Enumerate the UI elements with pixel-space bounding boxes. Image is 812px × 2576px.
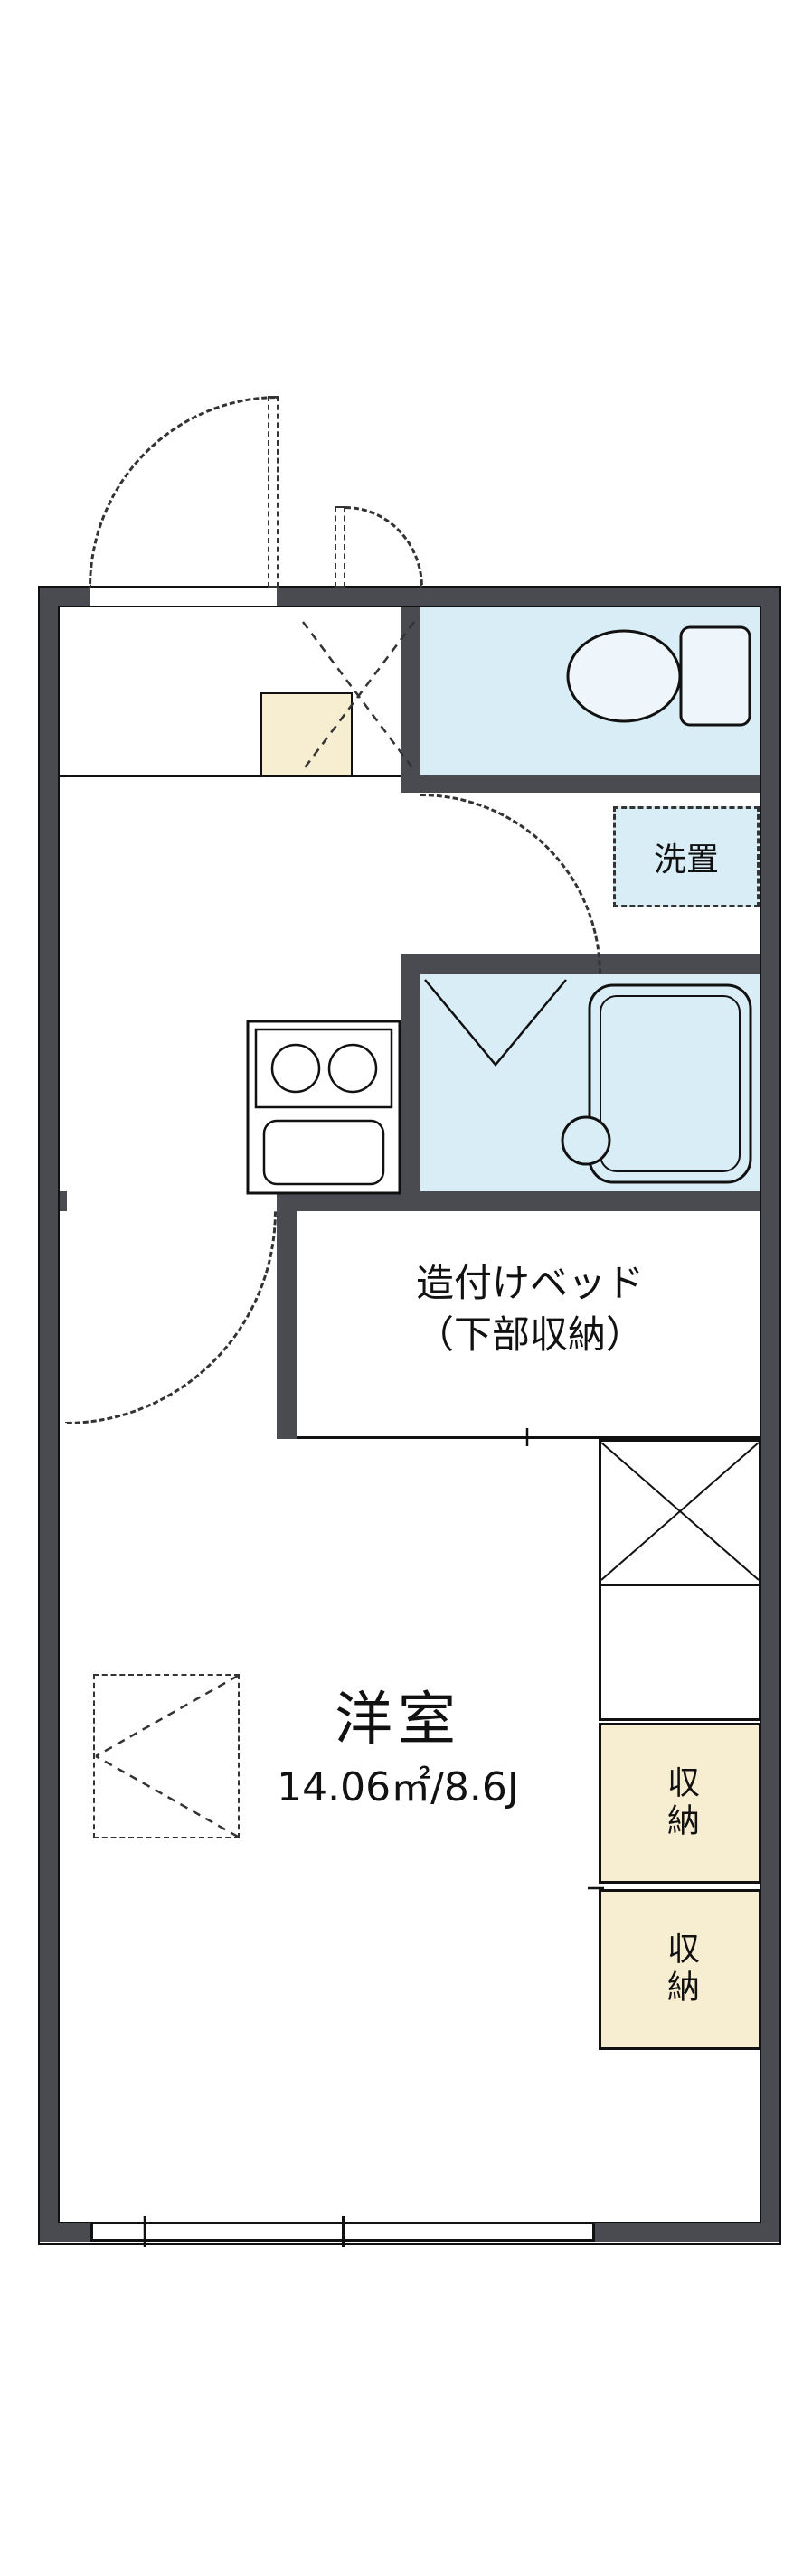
wall-bath-left [401,974,420,1211]
storage-box-2: 収納 [599,1889,761,2050]
wall-left [40,588,60,2242]
small-door-arc [345,506,423,588]
main-room-label: 洋室 14.06㎡/8.6J [118,1681,678,1815]
bed-label-line2: （下部収納） [415,1312,644,1357]
window-center-mullion [342,2216,345,2247]
entrance-door-arc [89,396,279,588]
shoe-cabinet [260,692,353,776]
wall-top-main [277,588,779,607]
entrance-step-line [60,775,401,777]
wall-bath-bottom [277,1191,779,1211]
bed-boundary-line [297,1436,760,1439]
small-door-leaf [335,506,345,588]
washer-label: 洗置 [653,841,719,879]
wall-hall-stub [40,1191,67,1211]
entrance-door-leaf [268,396,279,588]
washer-space: 洗置 [613,806,760,907]
wall-right [760,588,779,2242]
storage-label-2: 収納 [662,1932,699,2007]
right-closet-divider [601,1584,759,1586]
right-closet [599,1439,761,1721]
wall-under-toilet [401,775,779,793]
wall-top-left-stub [40,588,90,607]
storage-box-1: 収納 [599,1723,761,1884]
storage-label-1: 収納 [662,1765,699,1841]
room-name: 洋室 [335,1687,461,1753]
room-size: 14.06㎡/8.6J [277,1764,519,1811]
bed-label-line1: 造付けベッド [415,1261,644,1305]
wall-bed-left [277,1191,297,1439]
built-in-bed-label: 造付けベッド （下部収納） [300,1258,760,1360]
